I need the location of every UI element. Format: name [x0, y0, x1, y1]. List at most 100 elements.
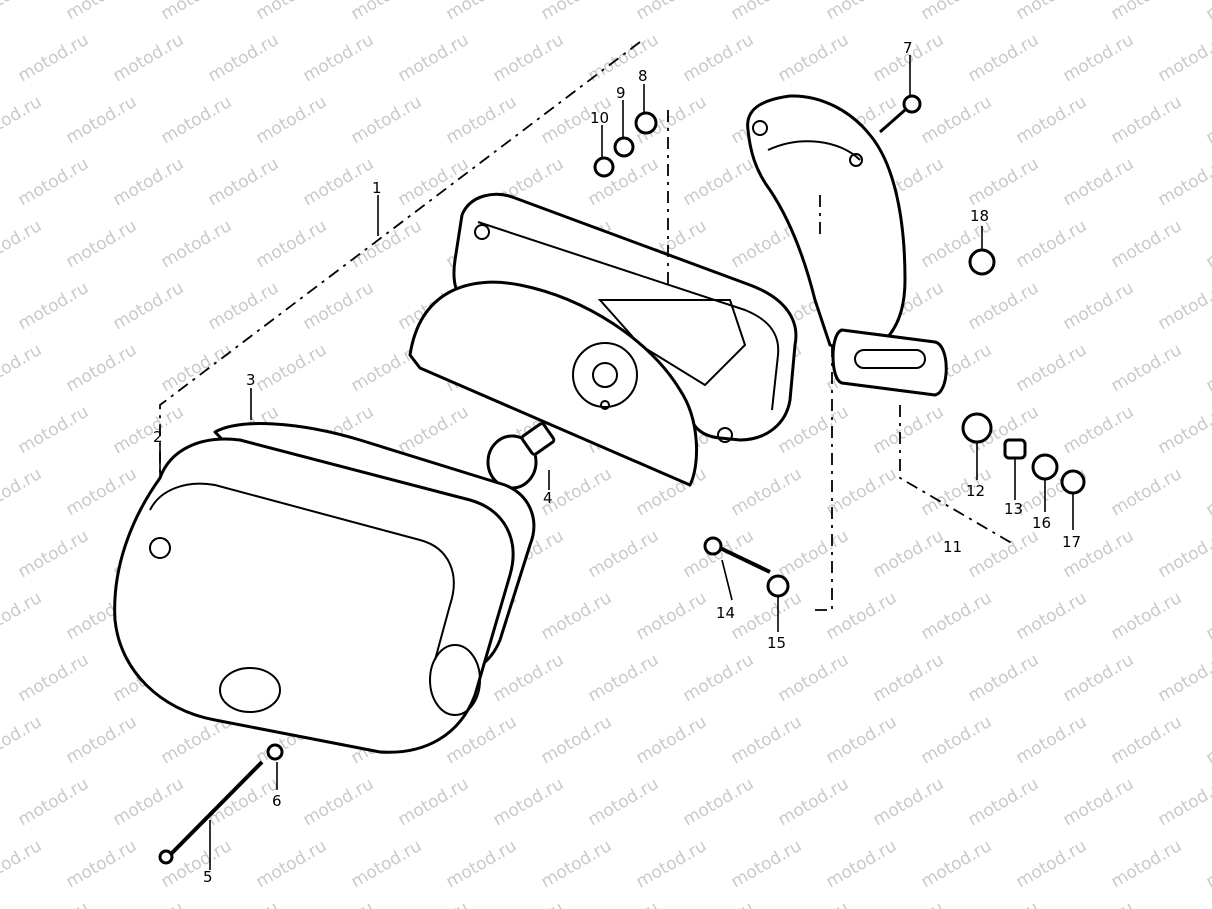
watermark-text: motod.ru — [1203, 92, 1212, 148]
callout-2: 2 — [153, 428, 163, 446]
watermark-text: motod.ru — [395, 774, 473, 830]
watermark-text: motod.ru — [158, 836, 236, 892]
watermark-text: motod.ru — [110, 898, 188, 909]
watermark-text: motod.ru — [110, 278, 188, 334]
watermark-text: motod.ru — [348, 92, 426, 148]
callout-1: 1 — [372, 179, 382, 197]
callouts: 1 2 3 4 5 6 7 8 9 10 11 12 13 14 15 16 1… — [153, 39, 1081, 886]
watermark-text: motod.ru — [633, 836, 711, 892]
watermark-text: motod.ru — [1155, 526, 1212, 582]
watermark-text: motod.ru — [395, 154, 473, 210]
watermark-text: motod.ru — [728, 464, 806, 520]
watermark-text: motod.ru — [1060, 898, 1138, 909]
watermark-text: motod.ru — [63, 836, 141, 892]
watermark-text: motod.ru — [965, 774, 1043, 830]
watermark-text: motod.ru — [585, 774, 663, 830]
callout-5: 5 — [203, 868, 213, 886]
watermark-text: motod.ru — [63, 464, 141, 520]
watermark-text: motod.ru — [775, 526, 853, 582]
watermark-text: motod.ru — [1060, 402, 1138, 458]
watermark-text: motod.ru — [0, 464, 45, 520]
adjust-screw — [158, 743, 284, 865]
watermark-text: motod.ru — [1203, 836, 1212, 892]
lens-unit — [113, 422, 536, 754]
watermark-text: motod.ru — [538, 712, 616, 768]
watermark-text: motod.ru — [395, 30, 473, 86]
watermark-text: motod.ru — [300, 154, 378, 210]
watermark-text: motod.ru — [490, 650, 568, 706]
watermark-text: motod.ru — [1203, 216, 1212, 272]
watermark-text: motod.ru — [1013, 836, 1091, 892]
watermark-text: motod.ru — [1203, 464, 1212, 520]
watermark-text: motod.ru — [15, 526, 93, 582]
watermark-text: motod.ru — [538, 588, 616, 644]
watermark-text: motod.ru — [158, 92, 236, 148]
watermark-text: motod.ru — [15, 650, 93, 706]
watermark-text: motod.ru — [63, 216, 141, 272]
headlight-bracket — [746, 94, 948, 397]
watermark-text: motod.ru — [823, 0, 901, 24]
watermark-text: motod.ru — [205, 30, 283, 86]
watermark-text: motod.ru — [348, 836, 426, 892]
watermark-text: motod.ru — [538, 836, 616, 892]
watermark-text: motod.ru — [1155, 650, 1212, 706]
watermark-text: motod.ru — [633, 712, 711, 768]
watermark-text: motod.ru — [680, 526, 758, 582]
watermark-text: motod.ru — [728, 712, 806, 768]
watermark-text: motod.ru — [253, 216, 331, 272]
watermark-text: motod.ru — [965, 278, 1043, 334]
watermark-text: motod.ru — [585, 898, 663, 909]
watermark-text: motod.ru — [110, 774, 188, 830]
watermark-text: motod.ru — [490, 30, 568, 86]
watermark-text: motod.ru — [870, 526, 948, 582]
watermark-text: motod.ru — [870, 402, 948, 458]
callout-6: 6 — [272, 792, 282, 810]
watermark-text: motod.ru — [110, 30, 188, 86]
watermark-text: motod.ru — [205, 278, 283, 334]
watermark-text: motod.ru — [443, 836, 521, 892]
watermark-text: motod.ru — [1013, 0, 1091, 24]
bulb — [486, 422, 556, 490]
watermark-text: motod.ru — [965, 30, 1043, 86]
watermark-text: motod.ru — [728, 836, 806, 892]
reflector-shield — [408, 280, 698, 487]
watermark-text: motod.ru — [395, 402, 473, 458]
callout-13: 13 — [1004, 500, 1023, 518]
watermark-text: motod.ru — [443, 92, 521, 148]
watermark-text: motod.ru — [205, 154, 283, 210]
watermark-text: motod.ru — [1203, 0, 1212, 24]
watermark-text: motod.ru — [680, 774, 758, 830]
watermark-text: motod.ru — [1108, 464, 1186, 520]
watermark-text: motod.ru — [965, 154, 1043, 210]
watermark-text: motod.ru — [1013, 216, 1091, 272]
watermark-text: motod.ru — [253, 0, 331, 24]
watermark-text: motod.ru — [110, 402, 188, 458]
watermark-text: motod.ru — [1108, 0, 1186, 24]
watermark-text: motod.ru — [0, 92, 45, 148]
watermark-text: motod.ru — [63, 92, 141, 148]
watermark-text: motod.ru — [823, 464, 901, 520]
callout-8: 8 — [638, 67, 648, 85]
watermark-text: motod.ru — [0, 0, 45, 24]
watermark-text: motod.ru — [1060, 278, 1138, 334]
watermark-text: motod.ru — [1203, 588, 1212, 644]
watermark-text: motod.ru — [300, 30, 378, 86]
watermark-text: motod.ru — [253, 92, 331, 148]
watermark-text: motod.ru — [1108, 712, 1186, 768]
watermark-text: motod.ru — [1013, 712, 1091, 768]
watermark-text: motod.ru — [1013, 340, 1091, 396]
watermark-text: motod.ru — [158, 0, 236, 24]
callout-3: 3 — [246, 371, 256, 389]
watermark-text: motod.ru — [775, 774, 853, 830]
watermark-text: motod.ru — [823, 712, 901, 768]
watermark-text: motod.ru — [775, 30, 853, 86]
watermark-text: motod.ru — [1060, 774, 1138, 830]
watermark-text: motod.ru — [15, 898, 93, 909]
watermark-text: motod.ru — [1013, 92, 1091, 148]
watermark-text: motod.ru — [538, 0, 616, 24]
watermark-text: motod.ru — [1203, 712, 1212, 768]
watermark-text: motod.ru — [633, 588, 711, 644]
watermark-text: motod.ru — [870, 650, 948, 706]
watermark-text: motod.ru — [348, 216, 426, 272]
